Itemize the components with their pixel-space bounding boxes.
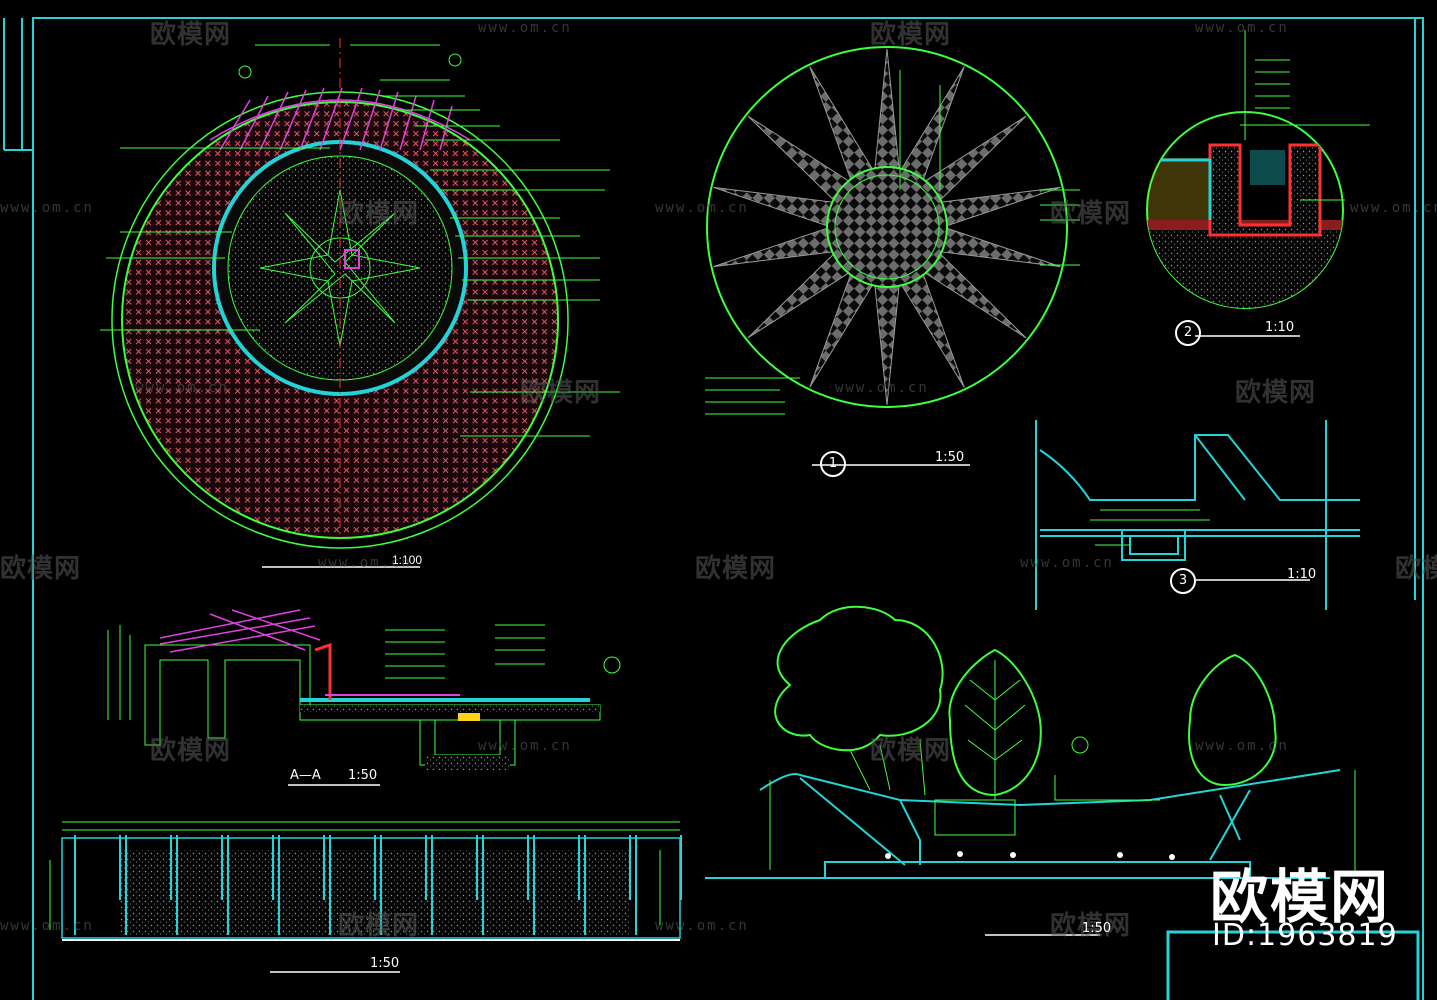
brand-badge-id: ID:1963819	[1212, 918, 1398, 953]
elevation-post	[278, 835, 325, 935]
watermark-logo: 欧模网	[0, 554, 82, 584]
watermark-logo: 欧模网	[870, 736, 952, 766]
star-rays	[713, 48, 1061, 406]
elevation-post	[431, 835, 478, 935]
watermark-url: www.om.cn	[835, 380, 929, 396]
elevation-post	[227, 835, 274, 935]
elevation-post	[635, 835, 682, 935]
circular-plaza-plan	[100, 38, 620, 568]
watermark-url: www.om.cn	[318, 555, 412, 571]
elevation-post	[584, 835, 631, 935]
detail-1-scale: 1:50	[935, 450, 965, 465]
watermark-url: www.om.cn	[0, 200, 94, 216]
watermark-url: www.om.cn	[1195, 738, 1289, 754]
elevation-post	[329, 835, 376, 935]
plan-leaders	[100, 79, 620, 437]
elevation-scale: 1:50	[370, 956, 400, 971]
watermark-url: www.om.cn	[478, 738, 572, 754]
elevation-post	[482, 835, 529, 935]
watermark-url: www.om.cn	[655, 200, 749, 216]
elevation-post	[176, 835, 223, 935]
watermark-logo: 欧模网	[1050, 911, 1132, 941]
detail-marker-3: 3	[1170, 568, 1196, 594]
step-section-detail	[1035, 420, 1360, 610]
watermark-logo: 欧模网	[695, 554, 777, 584]
drawing-frame	[3, 17, 1424, 1000]
elevation-post	[74, 835, 121, 935]
landscape-section	[705, 605, 1420, 1000]
watermark-logo: 欧模网	[150, 736, 232, 766]
watermark-url: www.om.cn	[1350, 200, 1437, 216]
detail-marker-1: 1	[820, 451, 846, 477]
starburst-detail	[705, 46, 1080, 466]
watermark-url: www.om.cn	[0, 918, 94, 934]
section-aa-scale: 1:50	[348, 768, 378, 783]
section-a-a	[107, 609, 621, 786]
detail-3-scale: 1:10	[1287, 567, 1317, 582]
watermark-logo: 欧模网	[338, 911, 420, 941]
watermark-logo: 欧模网	[1235, 378, 1317, 408]
watermark-logo: 欧模网	[1050, 199, 1132, 229]
watermark-url: www.om.cn	[1195, 20, 1289, 36]
watermark-url: www.om.cn	[135, 380, 229, 396]
elevation-post	[380, 835, 427, 935]
watermark-url: www.om.cn	[1020, 555, 1114, 571]
brand-badge-name: 欧模网	[1210, 863, 1391, 931]
watermark-logo: 欧模网	[150, 20, 232, 50]
watermark-logo: 欧模网	[1395, 554, 1437, 584]
watermark-url: www.om.cn	[655, 918, 749, 934]
watermark-logo: 欧模网	[338, 199, 420, 229]
watermark-url: www.om.cn	[478, 20, 572, 36]
section-scale: 1:50	[1082, 921, 1112, 936]
elevation-post	[125, 835, 172, 935]
watermark-logo: 欧模网	[520, 378, 602, 408]
detail-marker-2: 2	[1175, 320, 1201, 346]
plan-scale: 1:100	[392, 553, 422, 567]
edge-detail-circle	[1146, 30, 1370, 337]
section-aa-label: A—A	[290, 768, 321, 783]
detail-2-scale: 1:10	[1265, 320, 1295, 335]
pergola-elevation	[49, 821, 682, 973]
elevation-post	[533, 835, 580, 935]
watermark-logo: 欧模网	[870, 20, 952, 50]
